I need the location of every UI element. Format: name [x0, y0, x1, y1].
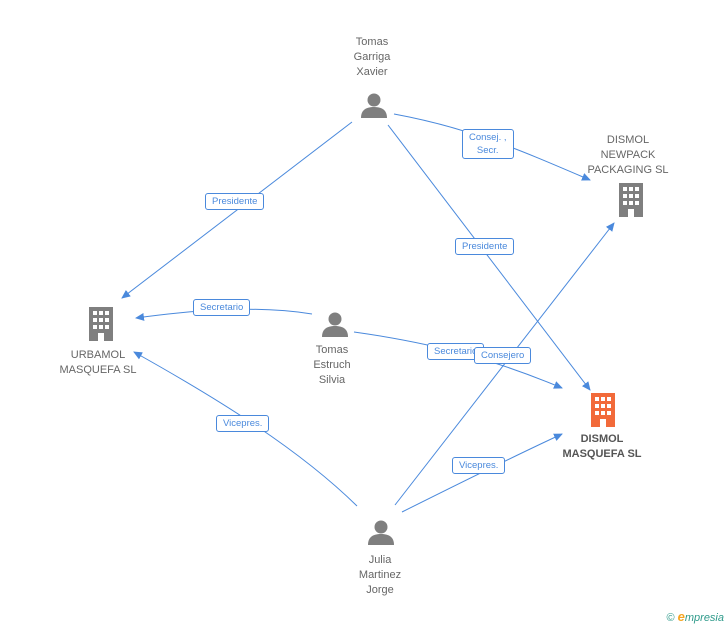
edge-label-secretario[interactable]: Secretario	[193, 299, 251, 316]
building-icon[interactable]	[616, 183, 646, 217]
person-label-tomas-estruch[interactable]: Tomas Estruch Silvia	[313, 344, 351, 386]
brand-logo-text: mpresia	[684, 612, 724, 624]
edge-label-secretario[interactable]: Secretario	[427, 343, 485, 360]
person-icon[interactable]	[321, 310, 349, 338]
person-icon[interactable]	[360, 91, 388, 119]
brand-logo-e: e	[677, 609, 685, 624]
company-label-dismol-masquefa[interactable]: DISMOL MASQUEFA SL	[562, 433, 642, 460]
edge-tomas-garriga-urbamol	[121, 121, 353, 299]
copyright-icon: ©	[666, 612, 675, 624]
company-label-urbamol[interactable]: URBAMOL MASQUEFA SL	[59, 349, 137, 376]
edge-label-presidente[interactable]: Presidente	[455, 238, 515, 255]
edge-tomas-garriga-dismol-masquefa	[387, 124, 591, 391]
edge-julia-dismol-newpack	[394, 222, 615, 506]
edge-label-consej-secr[interactable]: Consej. , Secr.	[462, 129, 514, 159]
person-icon[interactable]	[367, 518, 395, 546]
edge-label-consejero[interactable]: Consejero	[474, 347, 532, 364]
edge-label-vicepres[interactable]: Vicepres.	[216, 415, 270, 432]
edge-label-presidente[interactable]: Presidente	[205, 193, 265, 210]
person-label-tomas-garriga[interactable]: Tomas Garriga Xavier	[353, 36, 391, 78]
footer-brand: © empresia	[666, 609, 724, 624]
person-label-julia-martinez[interactable]: Julia Martinez Jorge	[358, 554, 402, 596]
company-label-dismol-newpack[interactable]: DISMOL NEWPACK PACKAGING SL	[587, 134, 669, 176]
building-icon[interactable]	[86, 307, 116, 341]
building-main-icon[interactable]	[588, 393, 618, 427]
edge-label-vicepres[interactable]: Vicepres.	[452, 457, 506, 474]
